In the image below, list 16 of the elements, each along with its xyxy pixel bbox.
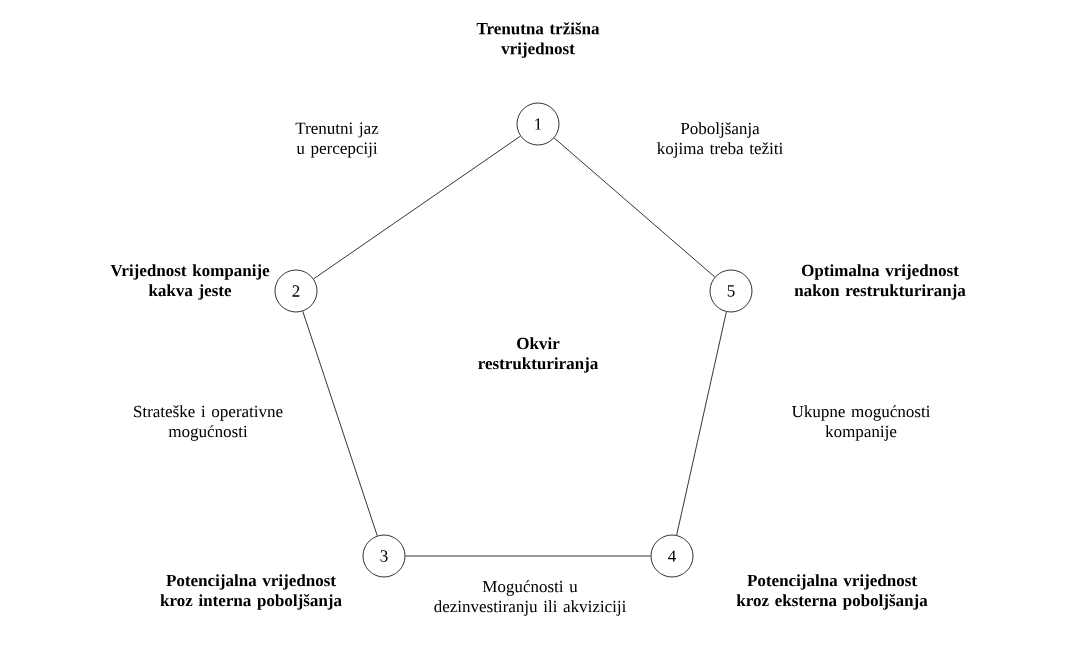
edge-label: Mogućnosti u dezinvestiranju ili akviziciji [434, 580, 627, 616]
connector-line [405, 555, 651, 557]
node-heading: Trenutna tržišna vrijednost [476, 22, 600, 58]
connector-line [302, 310, 378, 537]
connector-line [553, 137, 716, 278]
node-heading: Potencijalna vrijednost kroz interna poboljšanja [160, 574, 342, 610]
node-heading: Potencijalna vrijednost kroz eksterna poboljšanja [736, 574, 928, 610]
node-heading: Optimalna vrijednost nakon restrukturiranja [794, 264, 966, 300]
node-heading: Vrijednost kompanije kakva jeste [110, 264, 270, 300]
edge-label: Ukupne mogućnosti kompanije [791, 405, 931, 441]
edge-label: Strateške i operativne mogućnosti [134, 405, 283, 441]
center-label: Okvir restrukturiranja [478, 337, 599, 373]
connector-line [313, 135, 521, 280]
edge-label: Poboljšanja kojima treba težiti [657, 122, 783, 158]
edge-label: Trenutni jaz u percepciji [295, 122, 379, 158]
connector-line [676, 311, 727, 536]
